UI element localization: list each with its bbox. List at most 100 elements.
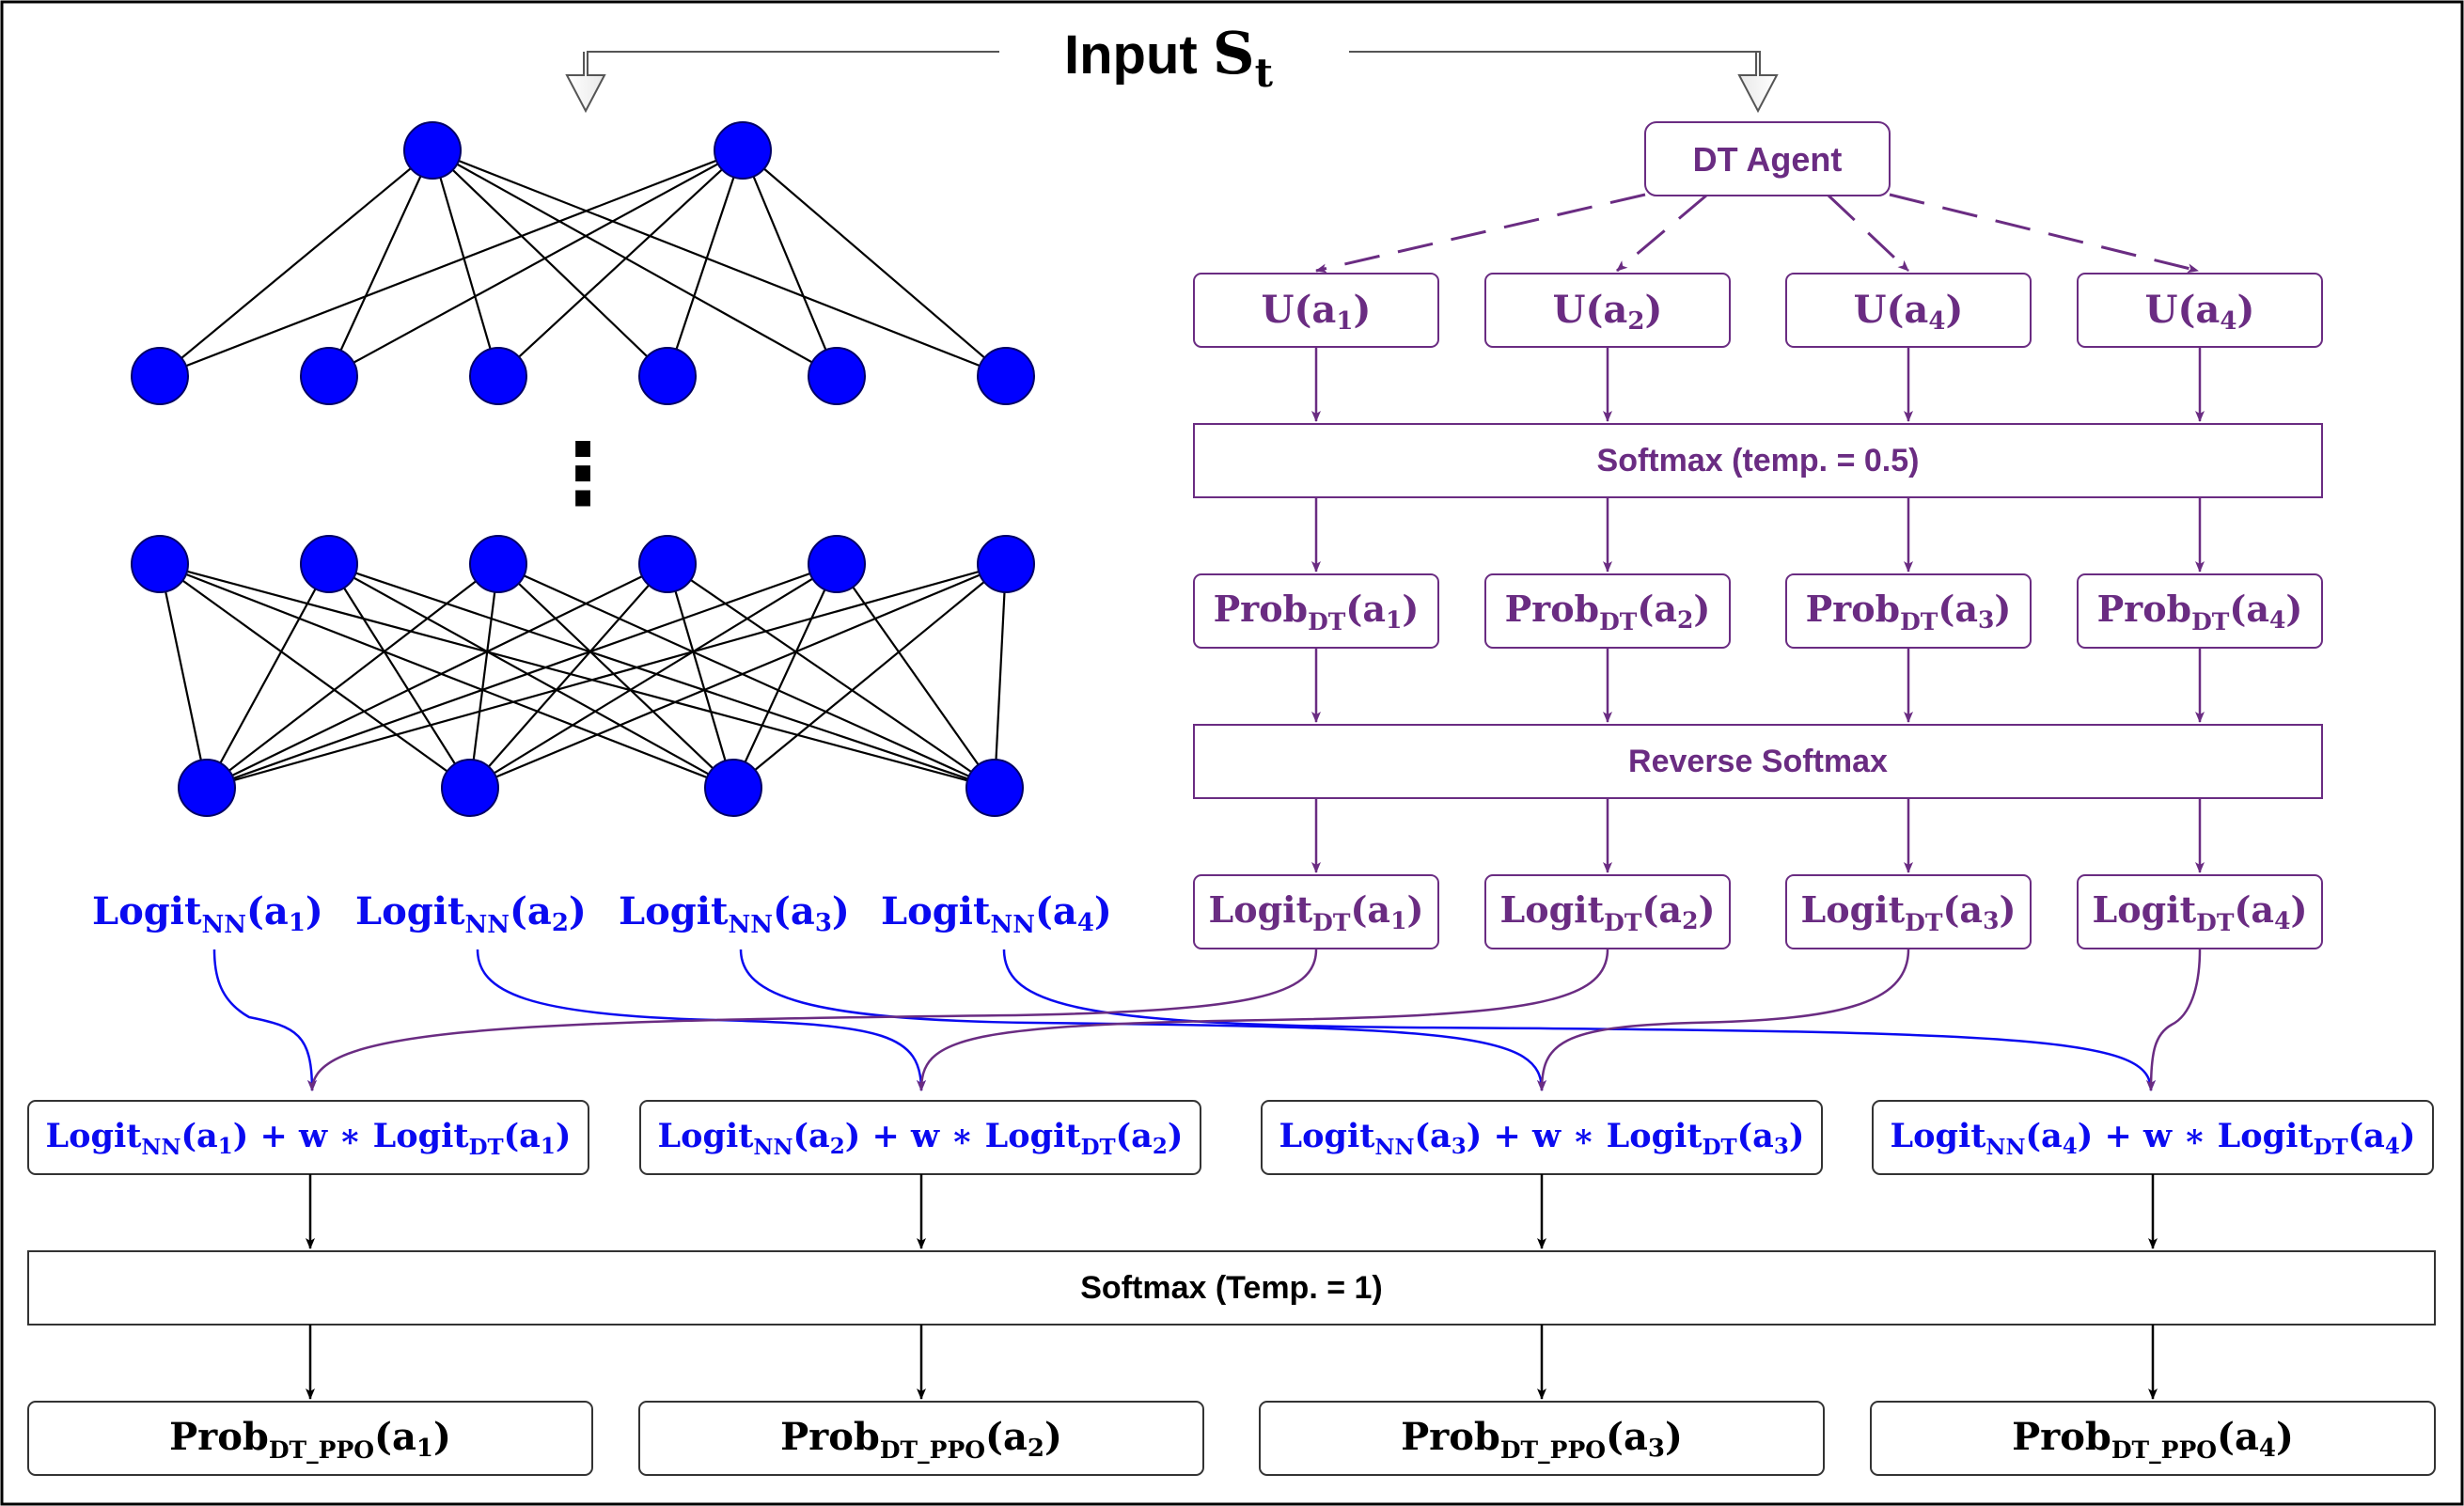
input-title: Input St [1064,19,1274,96]
nn-edge [158,563,209,789]
nn-edge [497,149,744,377]
sum-label: LogitNN(a1) + w ∗ LogitDT(a1) [46,1117,572,1160]
nn-node [178,759,236,817]
dt-softmax-box [1193,423,2323,498]
nn-node [638,535,697,593]
nn-nodes [131,121,1035,817]
sum-box [27,1100,589,1175]
nn-edge [328,149,433,377]
prob-dt-label: ProbDT(a2) [1505,588,1711,635]
dt-branch: DT Agent U(a1) U(a2) U(a4) U(a4) Softmax… [1193,121,2323,949]
nn-node [469,347,527,405]
output-label: ProbDT_PPO(a4) [2012,1415,2294,1464]
nn-node [714,121,772,180]
nn-edge [328,563,734,789]
dt-logit-connector [307,949,1318,1091]
nn-edge [469,563,838,789]
utility-label: U(a4) [1854,288,1964,336]
input-header: Input St [565,19,1779,114]
neural-network: ⋮ [131,121,1035,817]
dt-logit-connector [917,949,1609,1091]
nn-edge [741,149,839,377]
nn-node [965,759,1024,817]
nn-node [808,347,866,405]
utility-label: U(a2) [1553,288,1663,336]
dt-agent-dashed-arrow [1315,193,1646,274]
nn-edge [328,149,744,377]
nn-logit-connector [739,949,1546,1091]
dt-agent-dashed-arrow [1889,193,2199,274]
nn-edge [206,563,330,789]
nn-edge [431,149,500,377]
logit-dt-label: LogitDT(a4) [2093,888,2308,936]
nn-edge [432,149,1007,378]
nn-node [704,759,762,817]
nn-edge [732,563,838,789]
nn-edge [666,563,735,789]
nn-edge [666,149,745,377]
nn-logit-label: LogitNN(a1) [92,889,323,939]
logit-dt-box [1785,874,2032,949]
final-outputs: ProbDT_PPO(a1) ProbDT_PPO(a2) ProbDT_PPO… [27,1401,2436,1476]
logit-dt-label: LogitDT(a1) [1209,888,1424,936]
output-box [27,1401,593,1476]
nn-edge [497,562,996,790]
nn-node [131,535,189,593]
nn-edge [159,149,433,377]
nn-edge [159,149,744,378]
nn-node [441,759,499,817]
nn-node [300,347,358,405]
nn-edge [159,562,734,790]
nn-edge [159,563,471,789]
nn-edge [468,563,500,789]
final-softmax-box [27,1250,2436,1326]
input-arrow-left [565,51,999,114]
input-arrow-right [1349,51,1779,114]
nn-logits: LogitNN(a1) LogitNN(a2) LogitNN(a3) Logi… [92,889,1112,939]
nn-edge [159,562,996,790]
sum-label: LogitNN(a3) + w ∗ LogitDT(a3) [1279,1117,1805,1160]
output-box [638,1401,1204,1476]
reverse-softmax-label: Reverse Softmax [1628,744,1888,779]
nn-node [300,535,358,593]
nn-edge [206,562,1007,790]
nn-edge [836,563,996,789]
dt-agent-dashed-arrow [1616,194,1707,273]
dt-logit-connector [1537,949,1910,1091]
utility-label: U(a4) [2145,288,2255,336]
nn-logit-label: LogitNN(a3) [619,889,850,939]
sum-label: LogitNN(a4) + w ∗ LogitDT(a4) [1891,1117,2416,1160]
nn-edge [742,149,1007,377]
dt-agent-box [1644,121,1891,196]
reverse-softmax-box [1193,724,2323,799]
final-softmax-label: Softmax (Temp. = 1) [1080,1270,1383,1306]
output-box [1259,1401,1825,1476]
nn-node [977,347,1035,405]
merge-connectors [212,949,2202,1091]
combined-sums: LogitNN(a1) + w ∗ LogitDT(a1) LogitNN(a2… [27,1100,2434,1175]
nn-edge [993,563,1008,789]
nn-logit-connector [1002,949,2156,1091]
nn-layer-ellipsis: ⋮ [541,425,625,524]
nn-edge [469,563,668,789]
prob-dt-label: ProbDT(a4) [2097,588,2303,635]
nn-edge [432,149,668,377]
nn-edge [469,562,1007,790]
utility-label: U(a1) [1262,288,1372,336]
sum-label: LogitNN(a2) + w ∗ LogitDT(a2) [658,1117,1184,1160]
logit-dt-label: LogitDT(a3) [1801,888,2017,936]
nn-edges [158,149,1008,790]
nn-edge [732,563,1007,789]
logit-dt-box [2077,874,2323,949]
nn-edge [328,563,471,789]
prob-dt-label: ProbDT(a1) [1214,588,1420,635]
dt-softmax-label: Softmax (temp. = 0.5) [1597,443,1920,478]
logit-dt-box [1193,874,1439,949]
dt-agent-dashed-arrow [1827,194,1910,273]
nn-logit-label: LogitNN(a4) [881,889,1112,939]
logit-dt-label: LogitDT(a2) [1500,888,1716,936]
nn-node [469,535,527,593]
dt-logit-connector [2146,949,2202,1091]
logit-dt-box [1484,874,1731,949]
